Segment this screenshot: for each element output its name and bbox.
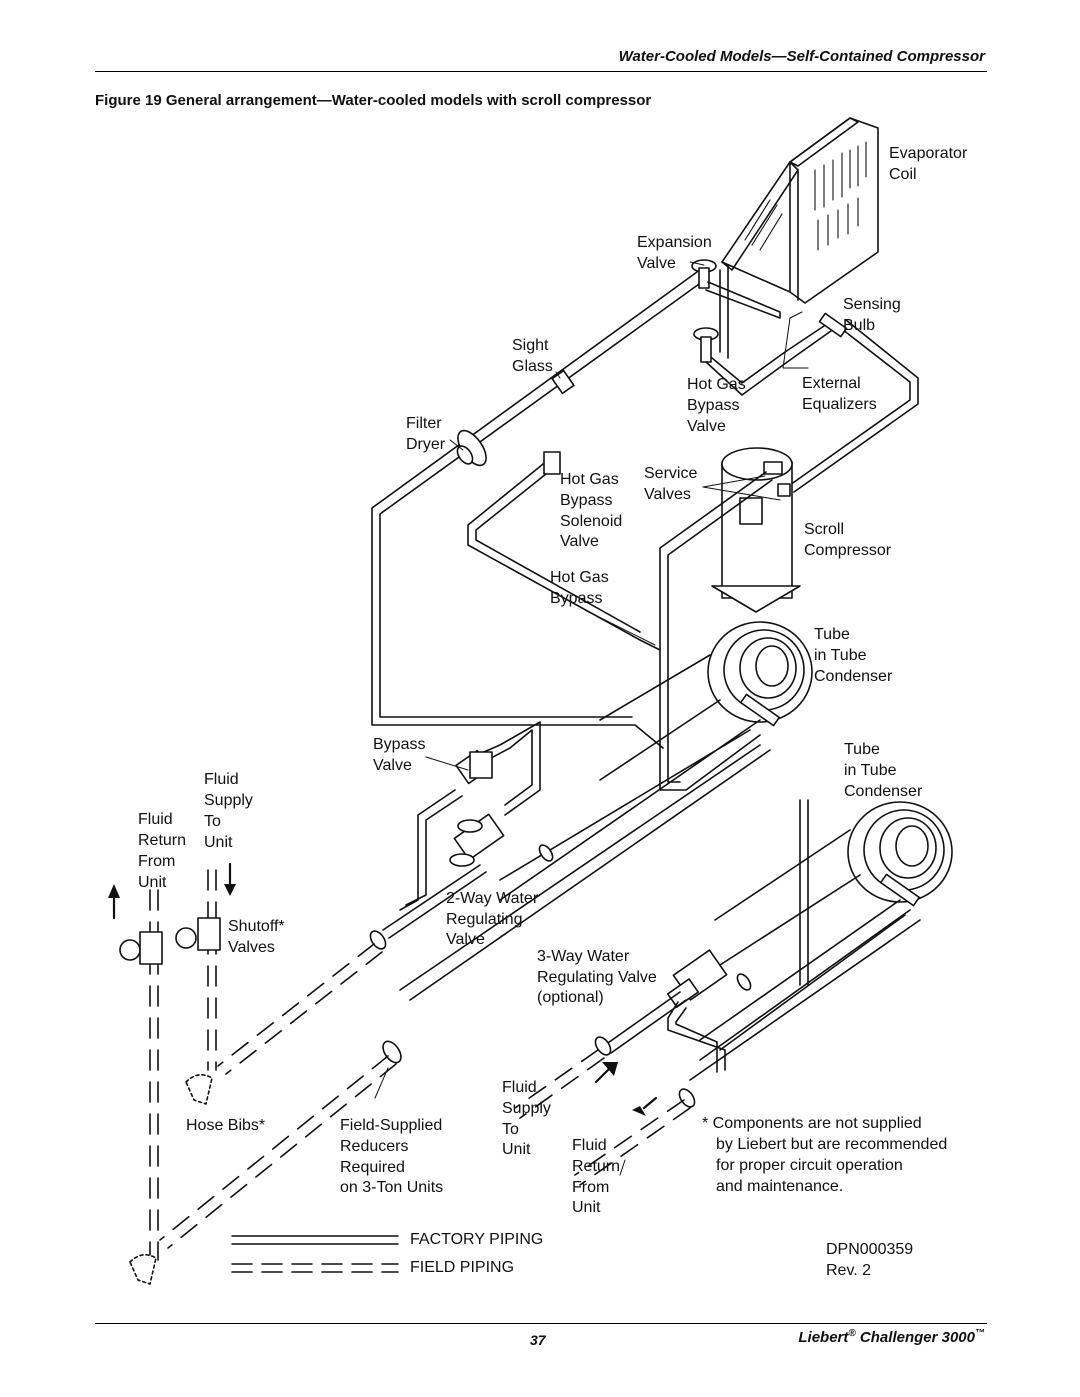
three-way-valve	[594, 949, 752, 1108]
legend-factory-piping: FACTORY PIPING	[410, 1231, 543, 1248]
scroll-compressor	[711, 447, 801, 613]
legend-lines	[231, 1235, 399, 1273]
header-rule	[95, 71, 987, 72]
product-name: Challenger 3000	[855, 1329, 975, 1346]
page-number: 37	[530, 1332, 546, 1348]
label-shutoff-valves: Shutoff*Valves	[228, 918, 285, 956]
label-hose-bibs: Hose Bibs*	[186, 1117, 265, 1134]
field-piping	[149, 869, 691, 1261]
section-header: Water-Cooled Models—Self-Contained Compr…	[618, 48, 985, 65]
liquid-line	[371, 259, 781, 749]
condenser-upper	[399, 621, 813, 1001]
suction-line	[789, 312, 919, 493]
flow-arrows	[112, 862, 658, 1110]
condenser-lower	[689, 799, 953, 1081]
brand-name: Liebert	[798, 1329, 849, 1346]
leader-lines	[374, 261, 781, 1176]
legend-field-piping: FIELD PIPING	[410, 1259, 514, 1276]
evaporator-coil	[721, 117, 879, 304]
shutoff-valves	[119, 917, 221, 1285]
figure-caption: Figure 19 General arrangement—Water-cool…	[95, 92, 652, 109]
trademark-mark: ™	[975, 1328, 985, 1339]
footer-brand: Liebert® Challenger 3000™	[798, 1328, 985, 1346]
footer-rule	[95, 1323, 987, 1324]
registered-mark: ®	[848, 1328, 856, 1339]
hot-gas-bypass-line	[467, 321, 839, 651]
sight-glass-filter	[456, 369, 575, 467]
